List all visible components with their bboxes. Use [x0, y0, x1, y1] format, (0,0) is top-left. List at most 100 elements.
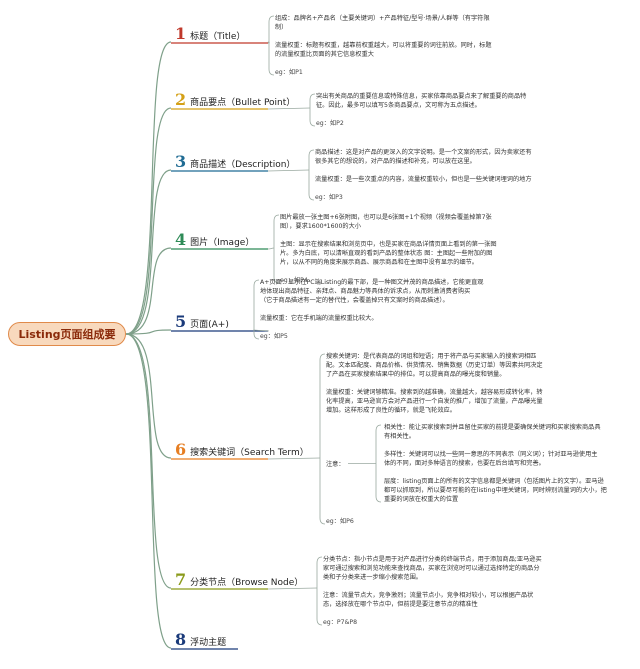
note-connector-4	[267, 247, 275, 250]
topic-label: 浮动主题	[190, 638, 227, 648]
sub-note-line: 多样性：关键词可以找一些同一意思的不同表示（同义词）；针对亚马逊使用主	[384, 451, 598, 458]
note-bracket-6	[319, 353, 326, 525]
note-line: eg：如P1	[275, 69, 303, 76]
note-line: 主图：显示在搜索结果和浏览页中，也是买家在商品详情页面上看到的第一张图	[280, 241, 497, 248]
note-line: eg：如P5	[260, 333, 288, 340]
topic-5-notes: A+页面：显示在PC端Listing的最下部，是一种图文并茂的商品描述，它能更直…	[260, 278, 483, 341]
note-line: 很多其它的想说的，对产品的描述和补充，可以放在这里。	[315, 158, 476, 165]
note-line: 图），要求1600*1600的大小	[280, 223, 361, 230]
note-line: 增加。这样形成了良性的循环，就是飞轮效应。	[326, 407, 456, 414]
branch-line-5	[125, 329, 172, 335]
note-line	[260, 305, 483, 314]
note-bracket-2	[309, 93, 316, 127]
note-line	[280, 267, 497, 276]
note-line: 流量权重：标题有权重，越靠前权重越大，可以将重要的词往前放。同时，标题	[275, 42, 492, 49]
sub-note-2: 多样性：关键词可以找一些同一意思的不同表示（同义词）；针对亚马逊使用主体的不同，…	[384, 450, 597, 468]
note-line	[323, 609, 542, 618]
note-line: 的流量权重比页面的其它信息权重大	[275, 51, 374, 58]
note-line	[326, 379, 543, 388]
note-connector-7	[267, 587, 318, 590]
note-line	[280, 231, 497, 240]
branch-line-8	[125, 333, 172, 649]
note-line: 配。文本匹配度、商品价格、供货情况、销售数据（历史订单）等因素共同决定	[326, 362, 543, 369]
note-line: 分类节点：指小节点是用于对产品进行分类的终端节点，用于添加商品;亚马逊买	[323, 556, 542, 563]
note-bracket-7	[316, 556, 323, 626]
note-bracket-1	[268, 15, 275, 76]
note-line: 征。因此，最多可以填写5条商品要点，文可称为五点描述。	[316, 102, 481, 109]
sub-note-3: 层度：listing页面上的所有的文字信息都是关键词（包括图片上的文字）。亚马逊…	[384, 477, 607, 504]
note-connector-3	[267, 169, 310, 172]
note-line: （它于商品描述有一定的替代性，会覆盖掉只有文案时的商品描述）。	[260, 297, 449, 304]
topic-6-notes: 搜索关键词：是代表商品的词组和短语；用于将产品与买家输入的搜索词相匹配。文本匹配…	[326, 352, 543, 415]
note-connector-2	[267, 107, 311, 110]
topic-number: 2	[175, 90, 187, 109]
topic-number: 3	[175, 152, 187, 171]
note-line: 流量权重：是一些次重点的内容，流量权重较小，但也是一些关键词埋词的地方	[315, 176, 532, 183]
note-line: 片，以从不同的角度来展示商品、展示商品和在主图中没有显示的细节。	[280, 259, 478, 266]
topic-number: 1	[175, 24, 187, 43]
note-bracket-4	[273, 214, 280, 284]
note-line: 突出有关商品的重要信息或特殊信息，买家依靠商品要点来了解重要的商品特	[316, 93, 527, 100]
root-topic[interactable]: Listing页面组成要	[8, 322, 126, 346]
topic-label: 页面(A+)	[190, 320, 229, 330]
note-line: 片。多为白底，可以清晰直观的看到产品的整体状态 图：主图起一些附加的图	[280, 250, 493, 257]
note-bracket-5	[253, 279, 260, 340]
note-line: 搜索关键词：是代表商品的词组和短语；用于将产品与买家输入的搜索词相匹	[326, 353, 537, 360]
note-line: eg：如P3	[315, 194, 343, 201]
branch-line-2	[125, 107, 172, 335]
root-title: Listing页面组成要	[18, 328, 116, 341]
note-line	[315, 184, 532, 193]
branch-line-7	[125, 333, 172, 589]
sub-note-line: 都可以抓取到，所以要尽可能的在listing中埋关键词，同时辨别流量词的大小，把	[384, 487, 607, 494]
note-line: 化率提高，亚马逊官方会对产品进行一个自发的推广，增加了流量，产品曝光量	[326, 398, 543, 405]
note-line: 流量权重：它在手机端的流量权重比较大。	[260, 315, 378, 322]
note-line	[260, 323, 483, 332]
note-line: 图片最放一张主图+6张附图，也可以是6张图+1个视频（视频会覆盖掉第7张	[280, 214, 492, 221]
note-line: 地体现出商品特征、亲拜点、商品魅力等具体的诉求点，从而刺激消费者购买	[260, 288, 471, 295]
topic-4-notes: 图片最放一张主图+6张附图，也可以是6张图+1个视频（视频会覆盖掉第7张图），要…	[280, 213, 497, 285]
note-line: 商品描述：这是对产品的更深入的文字说明。是一个文案的形式，因为卖家还有	[315, 149, 532, 156]
topic-2-notes: 突出有关商品的重要信息或特殊信息，买家依靠商品要点来了解重要的商品特征。因此，最…	[316, 92, 526, 128]
topic-label: 标题（Title）	[190, 32, 246, 42]
sub-bracket	[375, 424, 382, 503]
note-line: eg：如P2	[316, 120, 344, 127]
note-connector-6	[267, 457, 321, 460]
note-line: 注意：流量节点大，竞争激烈；流量节点小，竞争相对较小，可以根据产品状	[323, 592, 534, 599]
note-line: 态，选择放在哪个节点中，但前提是要注意节点的精准性	[323, 601, 478, 608]
note-line	[323, 582, 542, 591]
note-label: 注意：	[326, 460, 345, 468]
note-eg: eg：如P6	[326, 518, 354, 525]
note-line	[315, 166, 532, 175]
note-line: 制）	[275, 24, 288, 31]
note-line: 流量权重：关键词够精准。搜索到的越准确，流量越大，越容易形成转化率，转	[326, 389, 543, 396]
note-line	[275, 59, 492, 68]
note-line: 了产品在买家搜索结果中的排位。可以提高商品的曝光度和销量。	[326, 371, 506, 378]
note-connector-5	[253, 329, 269, 332]
topic-label: 商品描述（Description）	[190, 160, 296, 170]
topic-number: 7	[175, 570, 187, 589]
topic-number: 5	[175, 312, 187, 331]
note-line	[316, 110, 526, 119]
sub-note-line: 相关性：能让买家搜索到并且留住买家的前提是要确保关键词和买家搜索商品具	[384, 424, 601, 431]
note-connector-1	[267, 41, 270, 44]
sub-note-line: 有相关性。	[384, 433, 415, 440]
topic-number: 4	[175, 230, 187, 249]
topic-number: 8	[175, 630, 187, 649]
note-line: 家可通过搜索和浏览功能来查找商品，买家在浏览时可以通过选择特定的商品分	[323, 565, 540, 572]
note-line: eg：P7&P8	[323, 619, 358, 626]
topic-label: 图片（Image）	[190, 238, 255, 248]
sub-note-line: 重要的词放在权重大的位置	[384, 496, 459, 503]
note-line: eg：如P4	[280, 277, 308, 284]
note-line: A+页面：显示在PC端Listing的最下部，是一种图文并茂的商品描述，它能更直…	[260, 279, 484, 286]
topic-label: 商品要点（Bullet Point）	[190, 98, 296, 108]
note-line: 组成：品牌名+产品名（主要关键词）+产品特征/型号·场景/人群等（有字符限	[275, 15, 490, 22]
